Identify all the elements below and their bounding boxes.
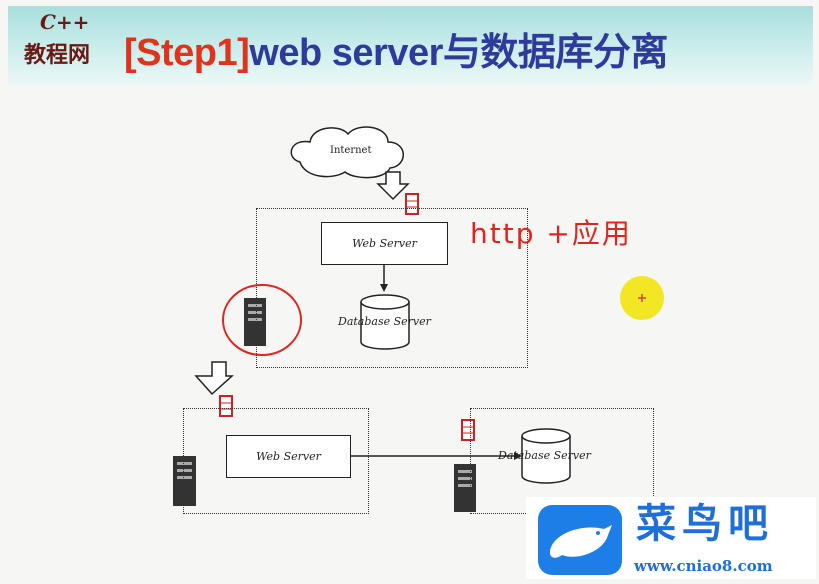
web-server-box-top: Web Server — [321, 222, 448, 265]
title-text: web server与数据库分离 — [249, 32, 668, 74]
firewall-icon-right — [461, 419, 475, 441]
cursor-crosshair-icon — [638, 294, 646, 302]
web-server-box-bottom: Web Server — [226, 435, 351, 478]
arrow-web-to-db-icon — [380, 264, 388, 292]
server-tower-icon-left — [173, 456, 196, 506]
arrow-web-to-db-bottom-icon — [350, 452, 522, 460]
handwritten-annotation: http +应用 — [470, 217, 632, 250]
database-cylinder-icon-top — [360, 294, 410, 350]
server-group-web — [183, 408, 369, 514]
db-server-label-top: Database Server — [338, 315, 431, 328]
mouse-cursor-highlight — [620, 276, 664, 320]
database-cylinder-icon-bottom — [521, 428, 571, 484]
title-step: [Step1] — [124, 32, 250, 74]
watermark-url: www.cniao8.com — [634, 557, 773, 575]
firewall-icon-top — [405, 193, 419, 215]
server-group-top — [256, 208, 528, 368]
hollow-arrow-down-left-icon — [194, 361, 234, 396]
internet-label: Internet — [330, 145, 372, 156]
db-server-label-bottom: Database Server — [498, 449, 591, 462]
slide-header — [8, 6, 813, 86]
watermark-name: 菜鸟吧 — [636, 500, 774, 547]
red-hand-circle — [222, 284, 302, 356]
logo-site: 教程网 — [24, 43, 91, 68]
logo-cpp: C++ — [40, 10, 90, 34]
watermark: 菜鸟吧 www.cniao8.com — [526, 497, 816, 579]
firewall-icon-left — [219, 395, 233, 417]
cloud-icon — [290, 126, 404, 179]
bird-logo-icon — [538, 505, 622, 575]
slide-title: [Step1]web server与数据库分离 — [124, 30, 668, 76]
hollow-arrow-down-icon — [376, 171, 410, 201]
server-tower-icon-top — [244, 298, 266, 346]
